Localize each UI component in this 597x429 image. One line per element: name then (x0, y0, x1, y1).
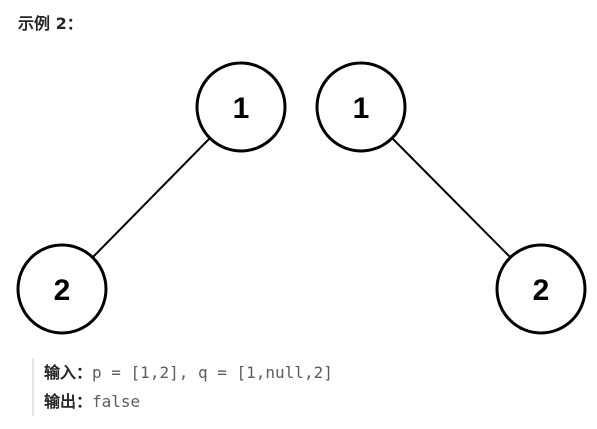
input-value: p = [1,2], q = [1,null,2] (92, 363, 333, 382)
tree2-root-node: 1 (315, 61, 407, 153)
tree1-edge-root-left (92, 137, 211, 258)
tree1-root-node: 1 (195, 61, 287, 153)
tree1-root-label: 1 (233, 92, 250, 125)
example-io-block: 输入：p = [1,2], q = [1,null,2] 输出：false (32, 358, 333, 416)
input-label: 输入： (44, 363, 93, 382)
tree2-right-node: 2 (495, 243, 587, 335)
binary-trees-diagram: 1 2 1 2 (16, 61, 587, 335)
output-line: 输出：false (44, 387, 333, 416)
input-line: 输入：p = [1,2], q = [1,null,2] (44, 358, 333, 387)
tree1-left-label: 2 (54, 274, 71, 307)
example-title: 示例 2： (18, 14, 83, 33)
tree2-root-label: 1 (353, 92, 370, 125)
output-value: false (92, 392, 141, 411)
tree2-edge-root-right (391, 137, 511, 258)
tree2-right-label: 2 (533, 274, 550, 307)
tree1-left-node: 2 (16, 243, 108, 335)
output-label: 输出： (44, 392, 93, 411)
